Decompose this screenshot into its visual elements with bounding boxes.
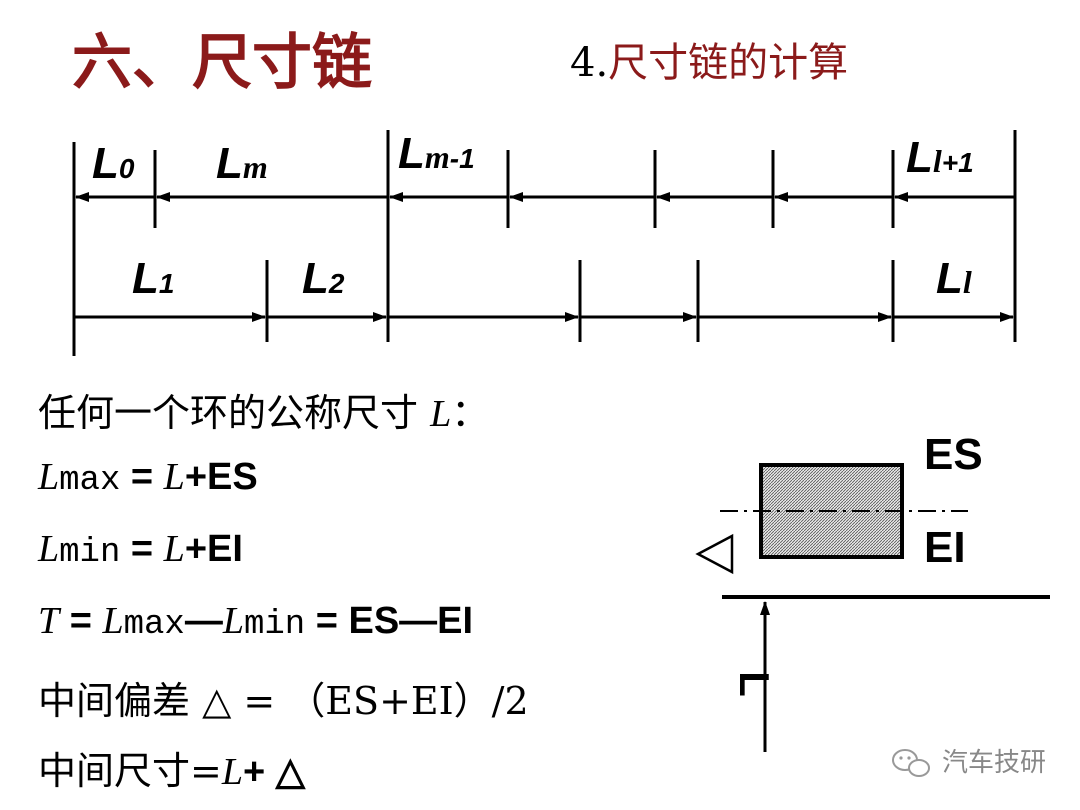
formula-tolerance: T = Lmax—Lmin = ES—EI bbox=[38, 600, 474, 644]
section-subtitle-text: 尺寸链的计算 bbox=[608, 40, 849, 86]
watermark-text: 汽车技研 bbox=[941, 747, 1046, 777]
formula-mean-deviation: 中间偏差 △ = （ES+EI）/2 bbox=[38, 679, 529, 723]
label-Lm: Lm bbox=[216, 139, 268, 188]
formula-lmax: Lmax = L+ES bbox=[38, 456, 258, 500]
formula-mean-size: 中间尺寸=L+ △ bbox=[38, 749, 305, 793]
delta-triangle-icon bbox=[695, 533, 734, 575]
watermark: 汽车技研 bbox=[942, 742, 1046, 779]
section-number: 4. bbox=[570, 40, 609, 86]
label-Ll+1: Ll+1 bbox=[906, 133, 974, 182]
label-Ll: Ll bbox=[936, 254, 972, 303]
label-Lm-1: Lm-1 bbox=[398, 129, 475, 178]
es-label: ES bbox=[924, 430, 983, 479]
label-L2: L2 bbox=[302, 254, 345, 303]
extension-lines bbox=[72, 130, 1017, 356]
wechat-icon bbox=[892, 749, 930, 777]
label-L0: L0 bbox=[92, 139, 135, 188]
tolerance-zone-figure: L bbox=[695, 463, 1050, 752]
formula-nominal-size: 任何一个环的公称尺寸 L： bbox=[38, 391, 490, 435]
formula-lmin: Lmin = L+EI bbox=[38, 528, 243, 572]
section-subtitle: 4.尺寸链的计算 bbox=[570, 30, 848, 88]
label-L1: L1 bbox=[132, 254, 174, 303]
page-title: 六、尺寸链 bbox=[72, 28, 372, 98]
nominal-size-label: L bbox=[731, 671, 778, 697]
ei-label: EI bbox=[924, 523, 966, 572]
